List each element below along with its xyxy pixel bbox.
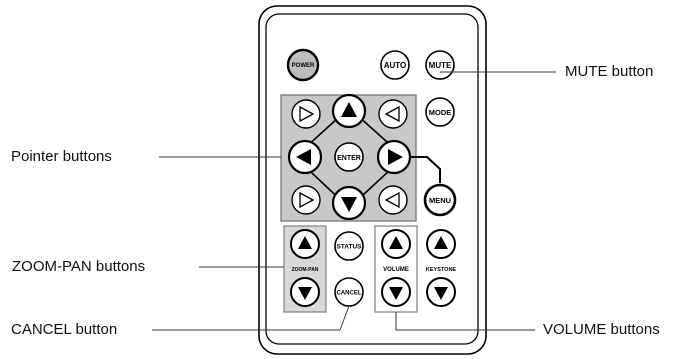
- cancel-leader-line-vertical: [339, 305, 350, 331]
- cancel-button[interactable]: CANCEL: [334, 277, 364, 307]
- mode-button-label: MODE: [429, 108, 452, 117]
- arrow-up-icon: [434, 236, 448, 249]
- pointer-right-button[interactable]: [376, 139, 412, 175]
- menu-link-line: [410, 156, 441, 183]
- pointer-down-left-button[interactable]: [291, 185, 321, 215]
- keystone-up-button[interactable]: [426, 229, 456, 259]
- pointer-left-button[interactable]: [287, 139, 323, 175]
- pointer-down-button[interactable]: [331, 185, 367, 221]
- power-button-label: POWER: [292, 63, 315, 69]
- volume-leader-line: [395, 312, 535, 331]
- pointer-up-right-button[interactable]: [378, 99, 408, 129]
- triangle-left-icon: [384, 191, 400, 209]
- keystone-label: KEYSTONE: [426, 267, 456, 273]
- enter-button-label: ENTER: [337, 155, 361, 162]
- triangle-right-icon: [299, 191, 315, 209]
- arrow-up-icon: [298, 236, 312, 249]
- arrow-up-icon: [341, 102, 357, 117]
- arrow-down-icon: [298, 287, 312, 300]
- volume-label: VOLUME: [383, 267, 409, 273]
- zoom-pan-down-button[interactable]: [290, 277, 320, 307]
- arrow-up-icon: [389, 236, 403, 249]
- zoom-pan-buttons-callout: ZOOM-PAN buttons: [12, 258, 146, 275]
- arrow-down-icon: [434, 287, 448, 300]
- menu-button-label: MENU: [429, 196, 451, 205]
- volume-down-button[interactable]: [381, 277, 411, 307]
- cancel-button-label: CANCEL: [337, 291, 362, 297]
- arrow-left-icon: [296, 149, 311, 165]
- volume-up-button[interactable]: [381, 229, 411, 259]
- arrow-down-icon: [389, 287, 403, 300]
- mute-button-label: MUTE: [429, 61, 452, 70]
- keystone-down-button[interactable]: [426, 277, 456, 307]
- enter-button[interactable]: ENTER: [334, 142, 364, 172]
- status-button[interactable]: STATUS: [334, 231, 364, 261]
- pointer-buttons-callout: Pointer buttons: [11, 148, 112, 165]
- pointer-up-left-button[interactable]: [291, 99, 321, 129]
- mute-button[interactable]: MUTE: [425, 50, 455, 80]
- zoom-pan-label: ZOOM-PAN: [292, 267, 319, 273]
- arrow-down-icon: [341, 197, 357, 212]
- triangle-right-icon: [299, 105, 315, 123]
- status-button-label: STATUS: [336, 244, 362, 251]
- mode-button[interactable]: MODE: [425, 97, 455, 127]
- zoom-pan-up-button[interactable]: [290, 229, 320, 259]
- pointer-up-button[interactable]: [331, 93, 367, 129]
- cancel-button-callout: CANCEL button: [11, 321, 118, 338]
- mute-button-callout: MUTE button: [565, 63, 654, 80]
- auto-button-label: AUTO: [384, 61, 407, 70]
- power-button[interactable]: POWER: [286, 48, 320, 82]
- menu-button[interactable]: MENU: [423, 183, 457, 217]
- arrow-right-icon: [388, 149, 403, 165]
- pointer-down-right-button[interactable]: [378, 185, 408, 215]
- triangle-left-icon: [384, 105, 400, 123]
- volume-buttons-callout: VOLUME buttons: [543, 321, 660, 338]
- auto-button[interactable]: AUTO: [380, 50, 410, 80]
